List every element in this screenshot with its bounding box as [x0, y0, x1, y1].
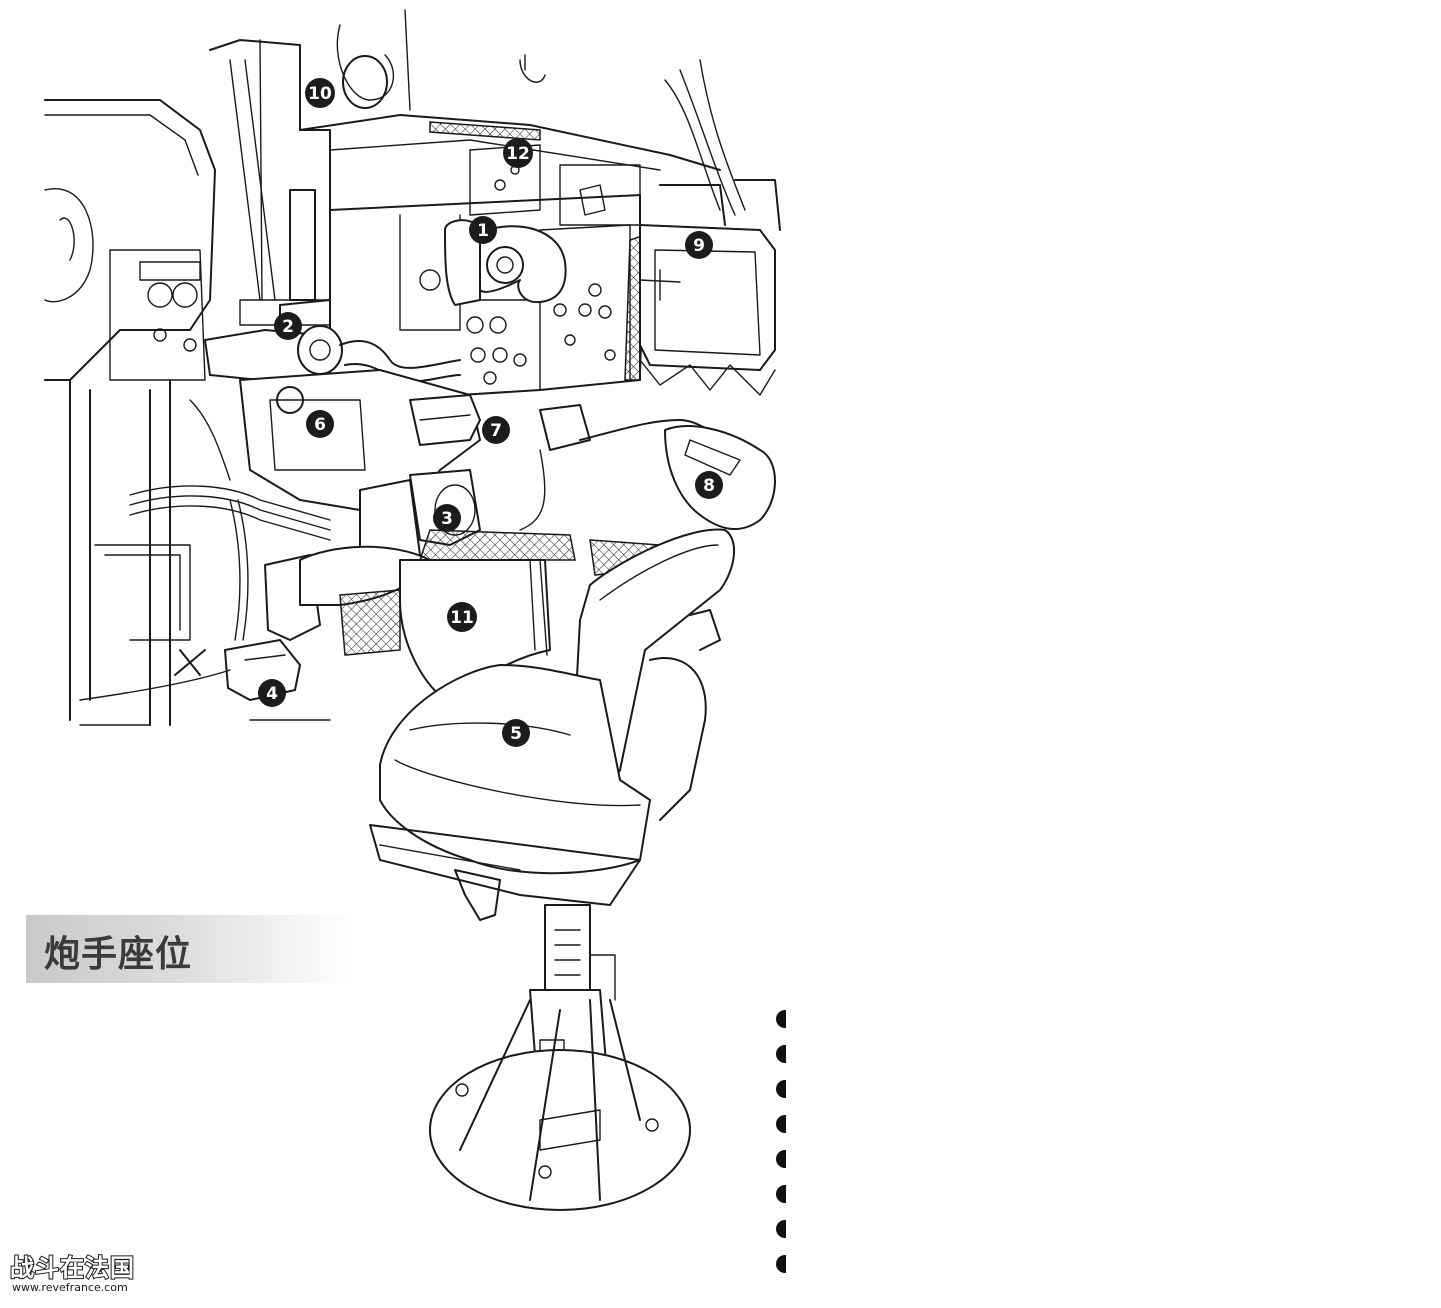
- shoulder-guard: [519, 404, 776, 531]
- callout-2: 2: [274, 312, 302, 340]
- svg-text:9: 9: [693, 236, 705, 256]
- page-edge-mark: [776, 1150, 786, 1168]
- recoil-guard: [339, 529, 662, 701]
- callout-7: 7: [482, 416, 510, 444]
- callout-10: 10: [305, 78, 335, 108]
- svg-text:5: 5: [510, 724, 522, 744]
- callout-9: 9: [685, 231, 713, 259]
- seat-pedestal: [429, 904, 691, 1211]
- svg-text:10: 10: [308, 84, 332, 104]
- turret-roof: [299, 9, 746, 216]
- svg-text:12: 12: [506, 144, 530, 164]
- traverse-gearbox: [239, 369, 481, 571]
- page-edge-mark: [776, 1045, 786, 1063]
- watermark-title: 战斗在法国: [9, 1253, 135, 1283]
- main-sight: [444, 219, 567, 306]
- svg-text:6: 6: [314, 415, 326, 435]
- caption-band: [26, 915, 356, 983]
- instrument-panel: [329, 121, 646, 401]
- callout-11: 11: [447, 602, 477, 632]
- page-edge-mark: [776, 1220, 786, 1238]
- sight-eyepiece: [204, 325, 461, 383]
- svg-text:8: 8: [703, 476, 715, 496]
- callout-8: 8: [695, 471, 723, 499]
- callout-6: 6: [306, 410, 334, 438]
- floor-line: [79, 719, 331, 726]
- figure-caption: 炮手座位: [44, 933, 193, 975]
- page-edge-mark: [776, 1010, 786, 1028]
- page-edge-mark: [776, 1255, 786, 1273]
- svg-text:1: 1: [477, 221, 489, 241]
- gunner-seat: [369, 528, 736, 921]
- left-hull-wall: [44, 99, 216, 726]
- svg-text:3: 3: [441, 509, 453, 529]
- radio-box: [639, 179, 781, 396]
- callout-4: 4: [258, 679, 286, 707]
- callout-3: 3: [433, 504, 461, 532]
- hand-control: [79, 545, 431, 701]
- callout-1: 1: [469, 216, 497, 244]
- watermark: 战斗在法国 www.revefrance.com: [9, 1253, 135, 1294]
- page-edge-mark: [776, 1080, 786, 1098]
- watermark-url: www.revefrance.com: [12, 1281, 128, 1294]
- page-edge-mark: [776, 1115, 786, 1133]
- svg-text:2: 2: [282, 317, 294, 337]
- page-edge-mark: [776, 1185, 786, 1203]
- svg-text:4: 4: [266, 684, 278, 704]
- cable-bundle: [94, 399, 331, 641]
- callout-12: 12: [503, 138, 533, 168]
- callout-5: 5: [502, 719, 530, 747]
- svg-text:11: 11: [450, 608, 474, 628]
- svg-text:7: 7: [490, 421, 502, 441]
